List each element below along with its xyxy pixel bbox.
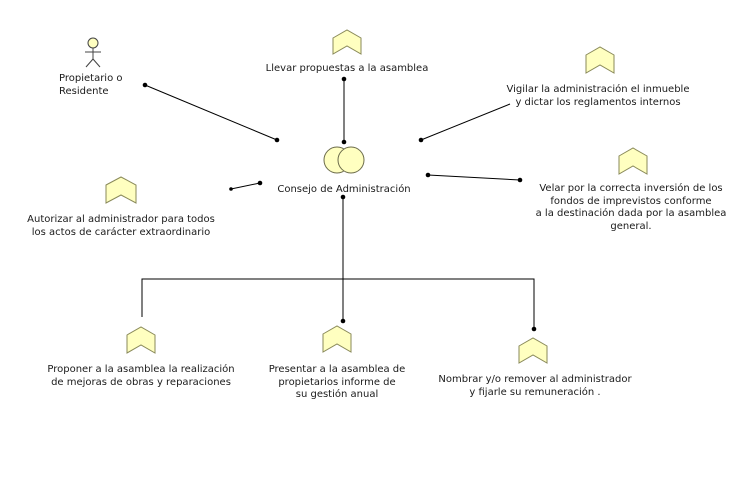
function-label-vigilar: Vigilar la administración el inmueble y …: [506, 84, 690, 108]
connector-endpoints: [142, 76, 537, 332]
function-label-nombrar: Nombrar y/o remover al administrador y f…: [438, 374, 632, 398]
function-chevron-icon: [126, 326, 156, 354]
function-label-proponer: Proponer a la asamblea la realización de…: [47, 364, 235, 388]
connector-autorizar: [230, 182, 261, 190]
function-label-velar: Velar por la correcta inversión de los f…: [535, 183, 727, 232]
function-chevron-icon: [518, 337, 548, 364]
function-label-presentar: Presentar a la asamblea de propietarios …: [268, 364, 406, 400]
function-chevron-icon: [332, 29, 362, 55]
connector-vigilar: [420, 103, 511, 141]
connectors: [141, 79, 535, 329]
function-chevron-icon: [618, 147, 648, 175]
function-chevron-icon: [105, 176, 137, 204]
connector-branch: [141, 278, 535, 329]
connector-actor: [144, 84, 278, 141]
function-label-llevar: Llevar propuestas a la asamblea: [265, 63, 429, 74]
stick-figure-actor-icon: [85, 37, 101, 68]
central-label: Consejo de Administración: [277, 184, 411, 195]
function-label-autorizar: Autorizar al administrador para todos lo…: [27, 214, 215, 238]
actor-label: Propietario o Residente: [59, 73, 123, 97]
function-chevron-icon: [585, 46, 615, 74]
collaboration-circles-icon: [323, 146, 365, 174]
function-chevron-icon: [322, 325, 352, 353]
connector-velar: [427, 174, 521, 181]
